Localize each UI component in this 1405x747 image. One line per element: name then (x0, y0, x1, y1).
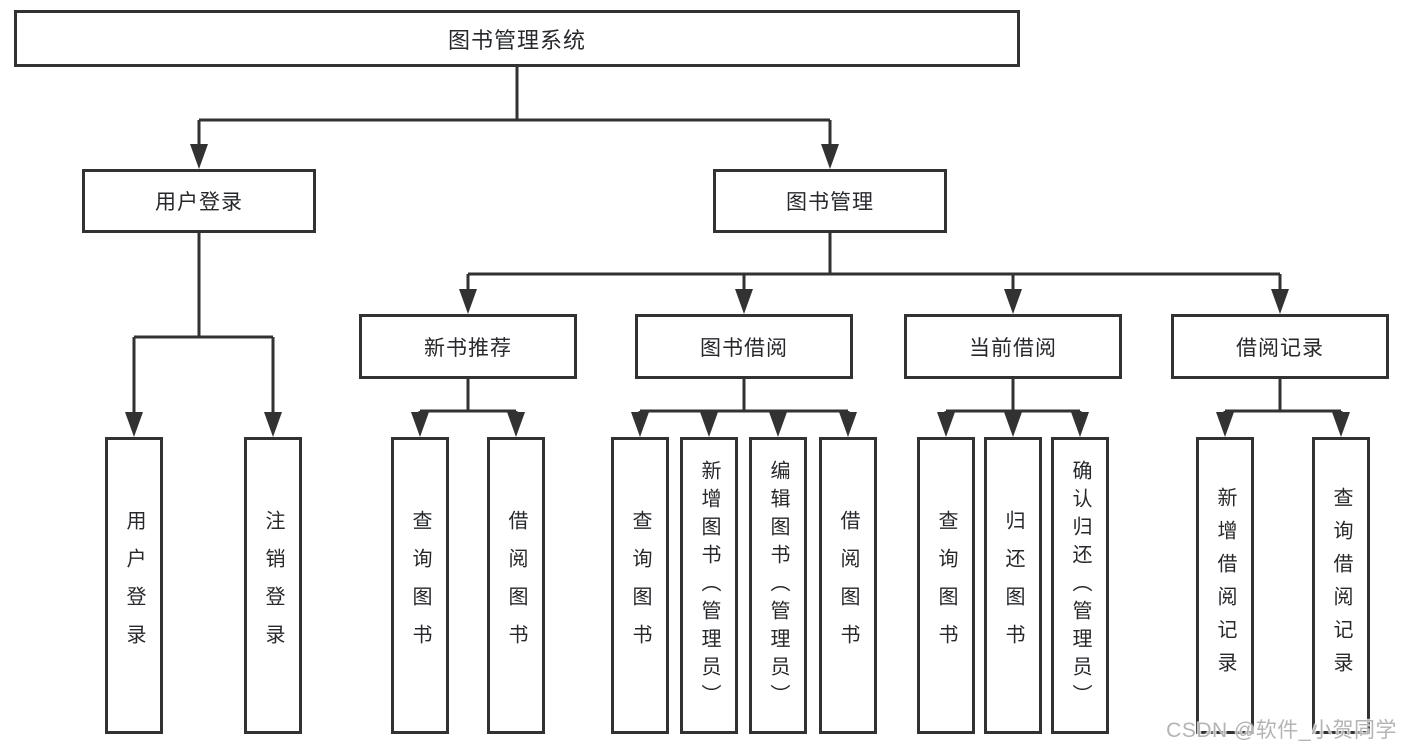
leaf-add-borrow-record: 新增借阅记录 (1196, 437, 1254, 734)
leaf-label: 查询借阅记录 (1330, 486, 1352, 685)
node-label: 借阅记录 (1236, 336, 1324, 360)
leaf-label: 借阅图书 (837, 509, 859, 662)
node-label: 图书管理 (786, 191, 874, 214)
leaf-confirm-return-admin: 确认归还︵管理员︶ (1051, 437, 1109, 734)
leaf-borrow-books-recommend: 借阅图书 (487, 437, 545, 734)
leaf-label: 借阅图书 (505, 509, 527, 662)
node-user-login: 用户登录 (82, 169, 316, 233)
leaf-label: 确认归还︵管理员︶ (1069, 459, 1091, 712)
node-label: 图书借阅 (700, 336, 788, 360)
node-label: 新书推荐 (424, 336, 512, 360)
node-borrowing-records: 借阅记录 (1171, 314, 1389, 379)
leaf-label: 用户登录 (123, 509, 145, 662)
node-label: 用户登录 (155, 191, 243, 214)
leaf-edit-books-admin: 编辑图书︵管理员︶ (749, 437, 807, 734)
leaf-label: 新增图书︵管理员︶ (698, 459, 720, 712)
leaf-borrow-books-borrowing: 借阅图书 (819, 437, 877, 734)
leaf-query-books-current: 查询图书 (917, 437, 975, 734)
leaf-add-books-admin: 新增图书︵管理员︶ (680, 437, 738, 734)
leaf-user-login: 用户登录 (105, 437, 163, 734)
leaf-label: 新增借阅记录 (1214, 486, 1236, 685)
node-book-management: 图书管理 (713, 169, 947, 233)
node-current-borrowing: 当前借阅 (904, 314, 1122, 379)
leaf-logout-login: 注销登录 (244, 437, 302, 734)
leaf-label: 注销登录 (262, 509, 284, 662)
csdn-watermark: CSDN @软件_小贺同学 (1166, 719, 1397, 742)
leaf-label: 编辑图书︵管理员︶ (767, 459, 789, 712)
leaf-label: 查询图书 (935, 509, 957, 662)
leaf-label: 归还图书 (1002, 509, 1024, 662)
leaf-query-books-recommend: 查询图书 (391, 437, 449, 734)
leaf-return-books: 归还图书 (984, 437, 1042, 734)
leaf-label: 查询图书 (409, 509, 431, 662)
node-library-system-root: 图书管理系统 (14, 10, 1020, 67)
leaf-query-books-borrowing: 查询图书 (611, 437, 669, 734)
leaf-query-borrow-record: 查询借阅记录 (1312, 437, 1370, 734)
node-book-borrowing: 图书借阅 (635, 314, 853, 379)
node-label: 当前借阅 (969, 336, 1057, 360)
node-new-book-recommendation: 新书推荐 (359, 314, 577, 379)
node-label: 图书管理系统 (447, 27, 586, 53)
leaf-label: 查询图书 (629, 509, 651, 662)
